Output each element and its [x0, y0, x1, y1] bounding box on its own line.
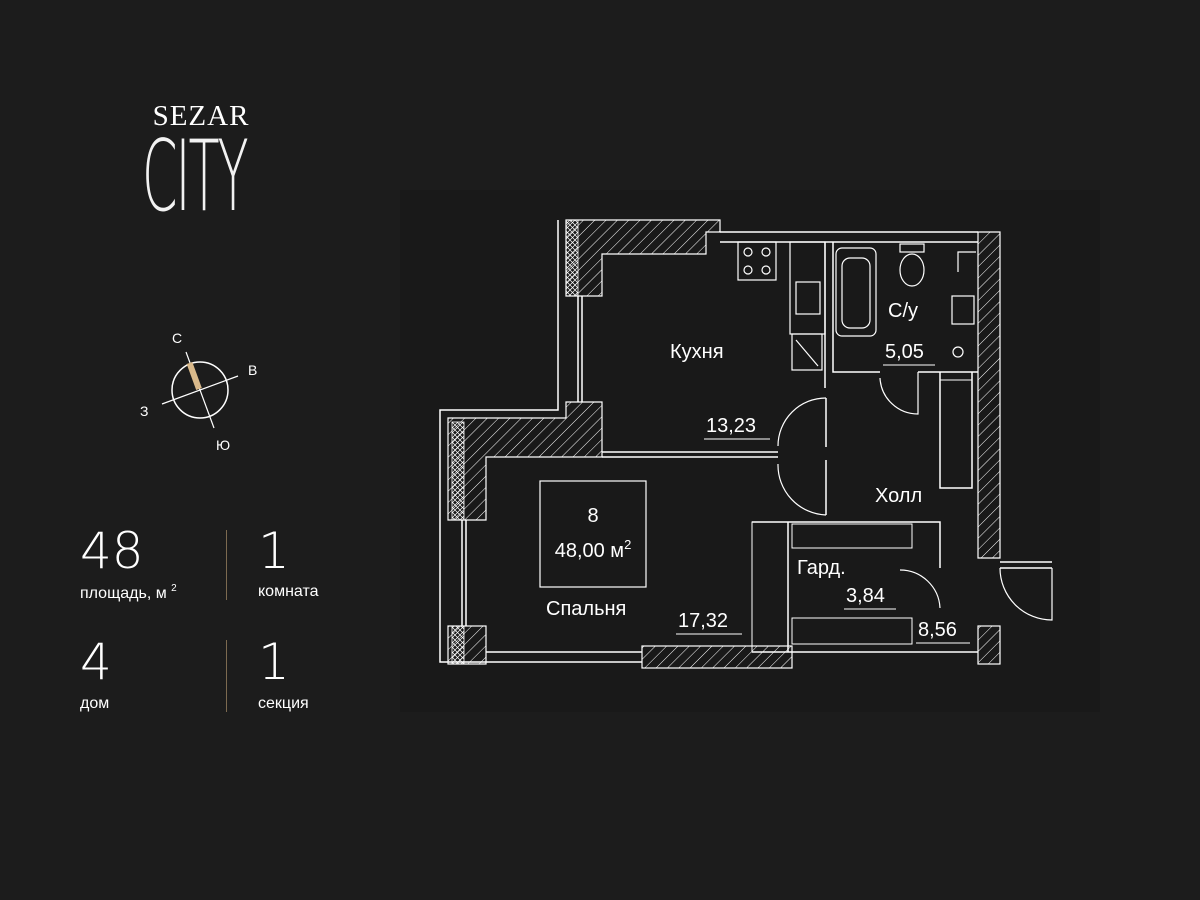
floor-plan: 8 48,00 м2 Кухня 13,23 С/у 5,05 Холл 8,5… [400, 190, 1100, 712]
burner-2-icon [761, 247, 771, 257]
door-kitchen [777, 397, 827, 447]
sink-icon [795, 281, 821, 315]
area-label: площадь, м 2 [80, 583, 177, 603]
unit-marker-box [539, 480, 647, 588]
wall-bottom [641, 645, 793, 669]
stats-divider-top [226, 530, 227, 600]
entrance-wall [1000, 561, 1052, 569]
house-label: дом [80, 695, 110, 712]
unit-number: 8 [587, 505, 598, 527]
bedroom-area: 17,32 [678, 610, 728, 632]
insulation-layer [451, 219, 579, 665]
bath-wall [832, 242, 880, 373]
toilet-tank [899, 243, 925, 253]
insulation-mid [451, 421, 465, 521]
door-bedroom [777, 463, 827, 516]
insulation-bottom [451, 625, 465, 665]
kitchen-name: Кухня [670, 341, 724, 363]
wardrobe-area: 3,84 [846, 585, 885, 607]
fixtures [737, 241, 976, 371]
area-unit-sup: 2 [171, 583, 177, 594]
wall-right-bottom [977, 625, 1001, 665]
floor-drain-icon [952, 346, 964, 358]
unit-area-sup: 2 [624, 537, 631, 552]
window-kitchen [577, 296, 583, 402]
fridge-mark [795, 339, 819, 367]
toilet-icon [899, 253, 925, 287]
area-label-text: площадь, м [80, 585, 167, 602]
hall-name: Холл [875, 485, 922, 507]
door-entrance [999, 567, 1053, 621]
wall-right [977, 231, 1001, 559]
window-bedroom [461, 520, 467, 626]
hall-area: 8,56 [918, 619, 957, 641]
compass-east-label: В [248, 362, 257, 378]
section-label: секция [258, 695, 309, 712]
logo-city: CITY [142, 120, 249, 234]
bathroom-area: 5,05 [885, 341, 924, 363]
closet-wardrobe-bottom [791, 617, 913, 645]
door-arcs [777, 372, 1053, 621]
outer-contour [439, 220, 642, 663]
stats-divider-bottom [226, 640, 227, 712]
compass-ew-axis [161, 375, 239, 405]
burner-4-icon [761, 265, 771, 275]
compass-west-label: З [140, 403, 148, 419]
compass-circle [171, 361, 229, 419]
closet-wardrobe-top [791, 523, 913, 549]
door-bath [879, 372, 919, 415]
washbasin-icon [951, 295, 975, 325]
burner-3-icon [743, 265, 753, 275]
closet-bedroom [751, 521, 789, 653]
area-value: 48 [80, 522, 144, 580]
rooms-label: комната [258, 583, 319, 600]
bathtub-inner [841, 257, 871, 329]
bathroom-name: С/у [888, 300, 918, 322]
compass-north-needle [186, 361, 202, 391]
unit-area: 48,00 м2 [555, 537, 632, 562]
closet-hall [939, 379, 973, 489]
shaft-icon [957, 251, 976, 272]
bedroom-name: Спальня [546, 598, 626, 620]
unit-area-text: 48,00 м [555, 540, 624, 562]
compass-south-label: Ю [216, 437, 230, 453]
bathtub-icon [835, 247, 877, 337]
kitchen-bedroom-wall [602, 451, 778, 458]
stove-icon [737, 241, 777, 281]
section-value: 1 [258, 633, 290, 691]
logo-sezar: SEZAR [152, 100, 250, 132]
insulation-top [565, 219, 579, 297]
wardrobe-name: Гард. [797, 557, 846, 579]
closet-shelves [751, 379, 973, 653]
compass: С В Ю З [140, 330, 257, 453]
rooms-value: 1 [258, 522, 290, 580]
compass-north-label: С [172, 330, 182, 346]
door-wardrobe [899, 569, 941, 609]
kitchen-area: 13,23 [706, 415, 756, 437]
house-value: 4 [80, 633, 112, 691]
burner-1-icon [743, 247, 753, 257]
fridge-icon [791, 333, 823, 371]
wardrobe-top [752, 521, 941, 568]
